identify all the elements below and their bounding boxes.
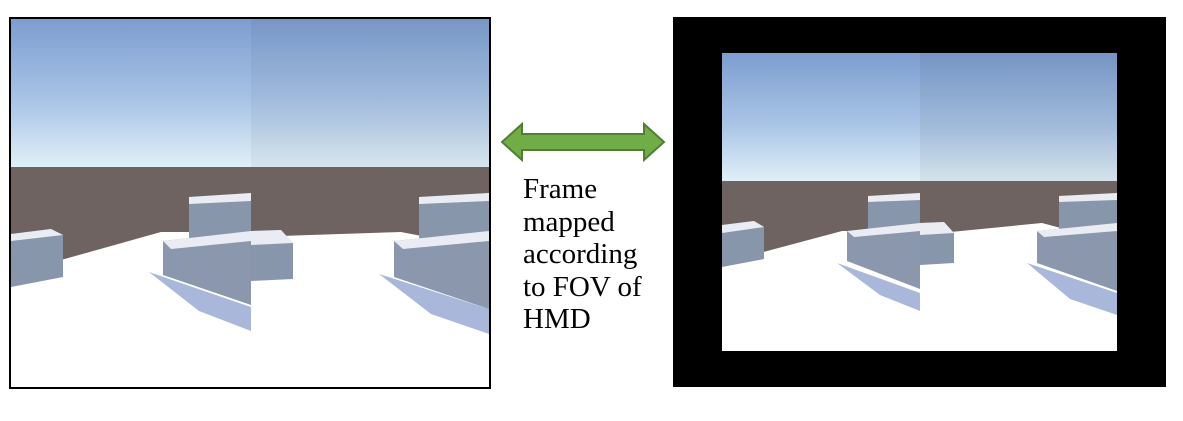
sky-seam-tint [920, 53, 1117, 183]
caption-line: Frame [523, 173, 598, 205]
mapped-frame [722, 53, 1117, 351]
shadow [1027, 263, 1117, 315]
block-top [163, 231, 251, 249]
block-top [419, 193, 489, 204]
block [11, 229, 63, 287]
block-top [722, 221, 764, 233]
shadow [379, 274, 489, 334]
sky [11, 19, 489, 169]
caption-line: to FOV of [523, 270, 642, 303]
block [847, 223, 920, 289]
shadow [837, 263, 920, 311]
mapped-scene [722, 53, 1117, 351]
block-top [920, 222, 954, 235]
caption-line: according [523, 238, 638, 270]
double-arrow-icon [500, 121, 666, 163]
block [1037, 223, 1117, 291]
caption-line: HMD [523, 303, 591, 335]
block-top [11, 229, 63, 241]
shadow [149, 272, 251, 331]
hmd-view-panel [673, 17, 1166, 387]
block-top [1059, 193, 1117, 202]
block [722, 221, 764, 267]
block-top [1037, 223, 1117, 237]
block-top [189, 193, 251, 204]
block-top [394, 231, 489, 249]
sky [722, 53, 1117, 183]
block [394, 231, 489, 309]
block-top [847, 223, 920, 237]
block-top [251, 230, 293, 245]
caption-line: mapped [523, 205, 615, 238]
original-scene [11, 19, 489, 387]
sky-seam-tint [251, 19, 489, 169]
block [163, 231, 251, 305]
original-frame [9, 17, 491, 389]
caption: Frame mapped according to FOV of HMD [523, 173, 673, 336]
block-top [868, 193, 920, 202]
